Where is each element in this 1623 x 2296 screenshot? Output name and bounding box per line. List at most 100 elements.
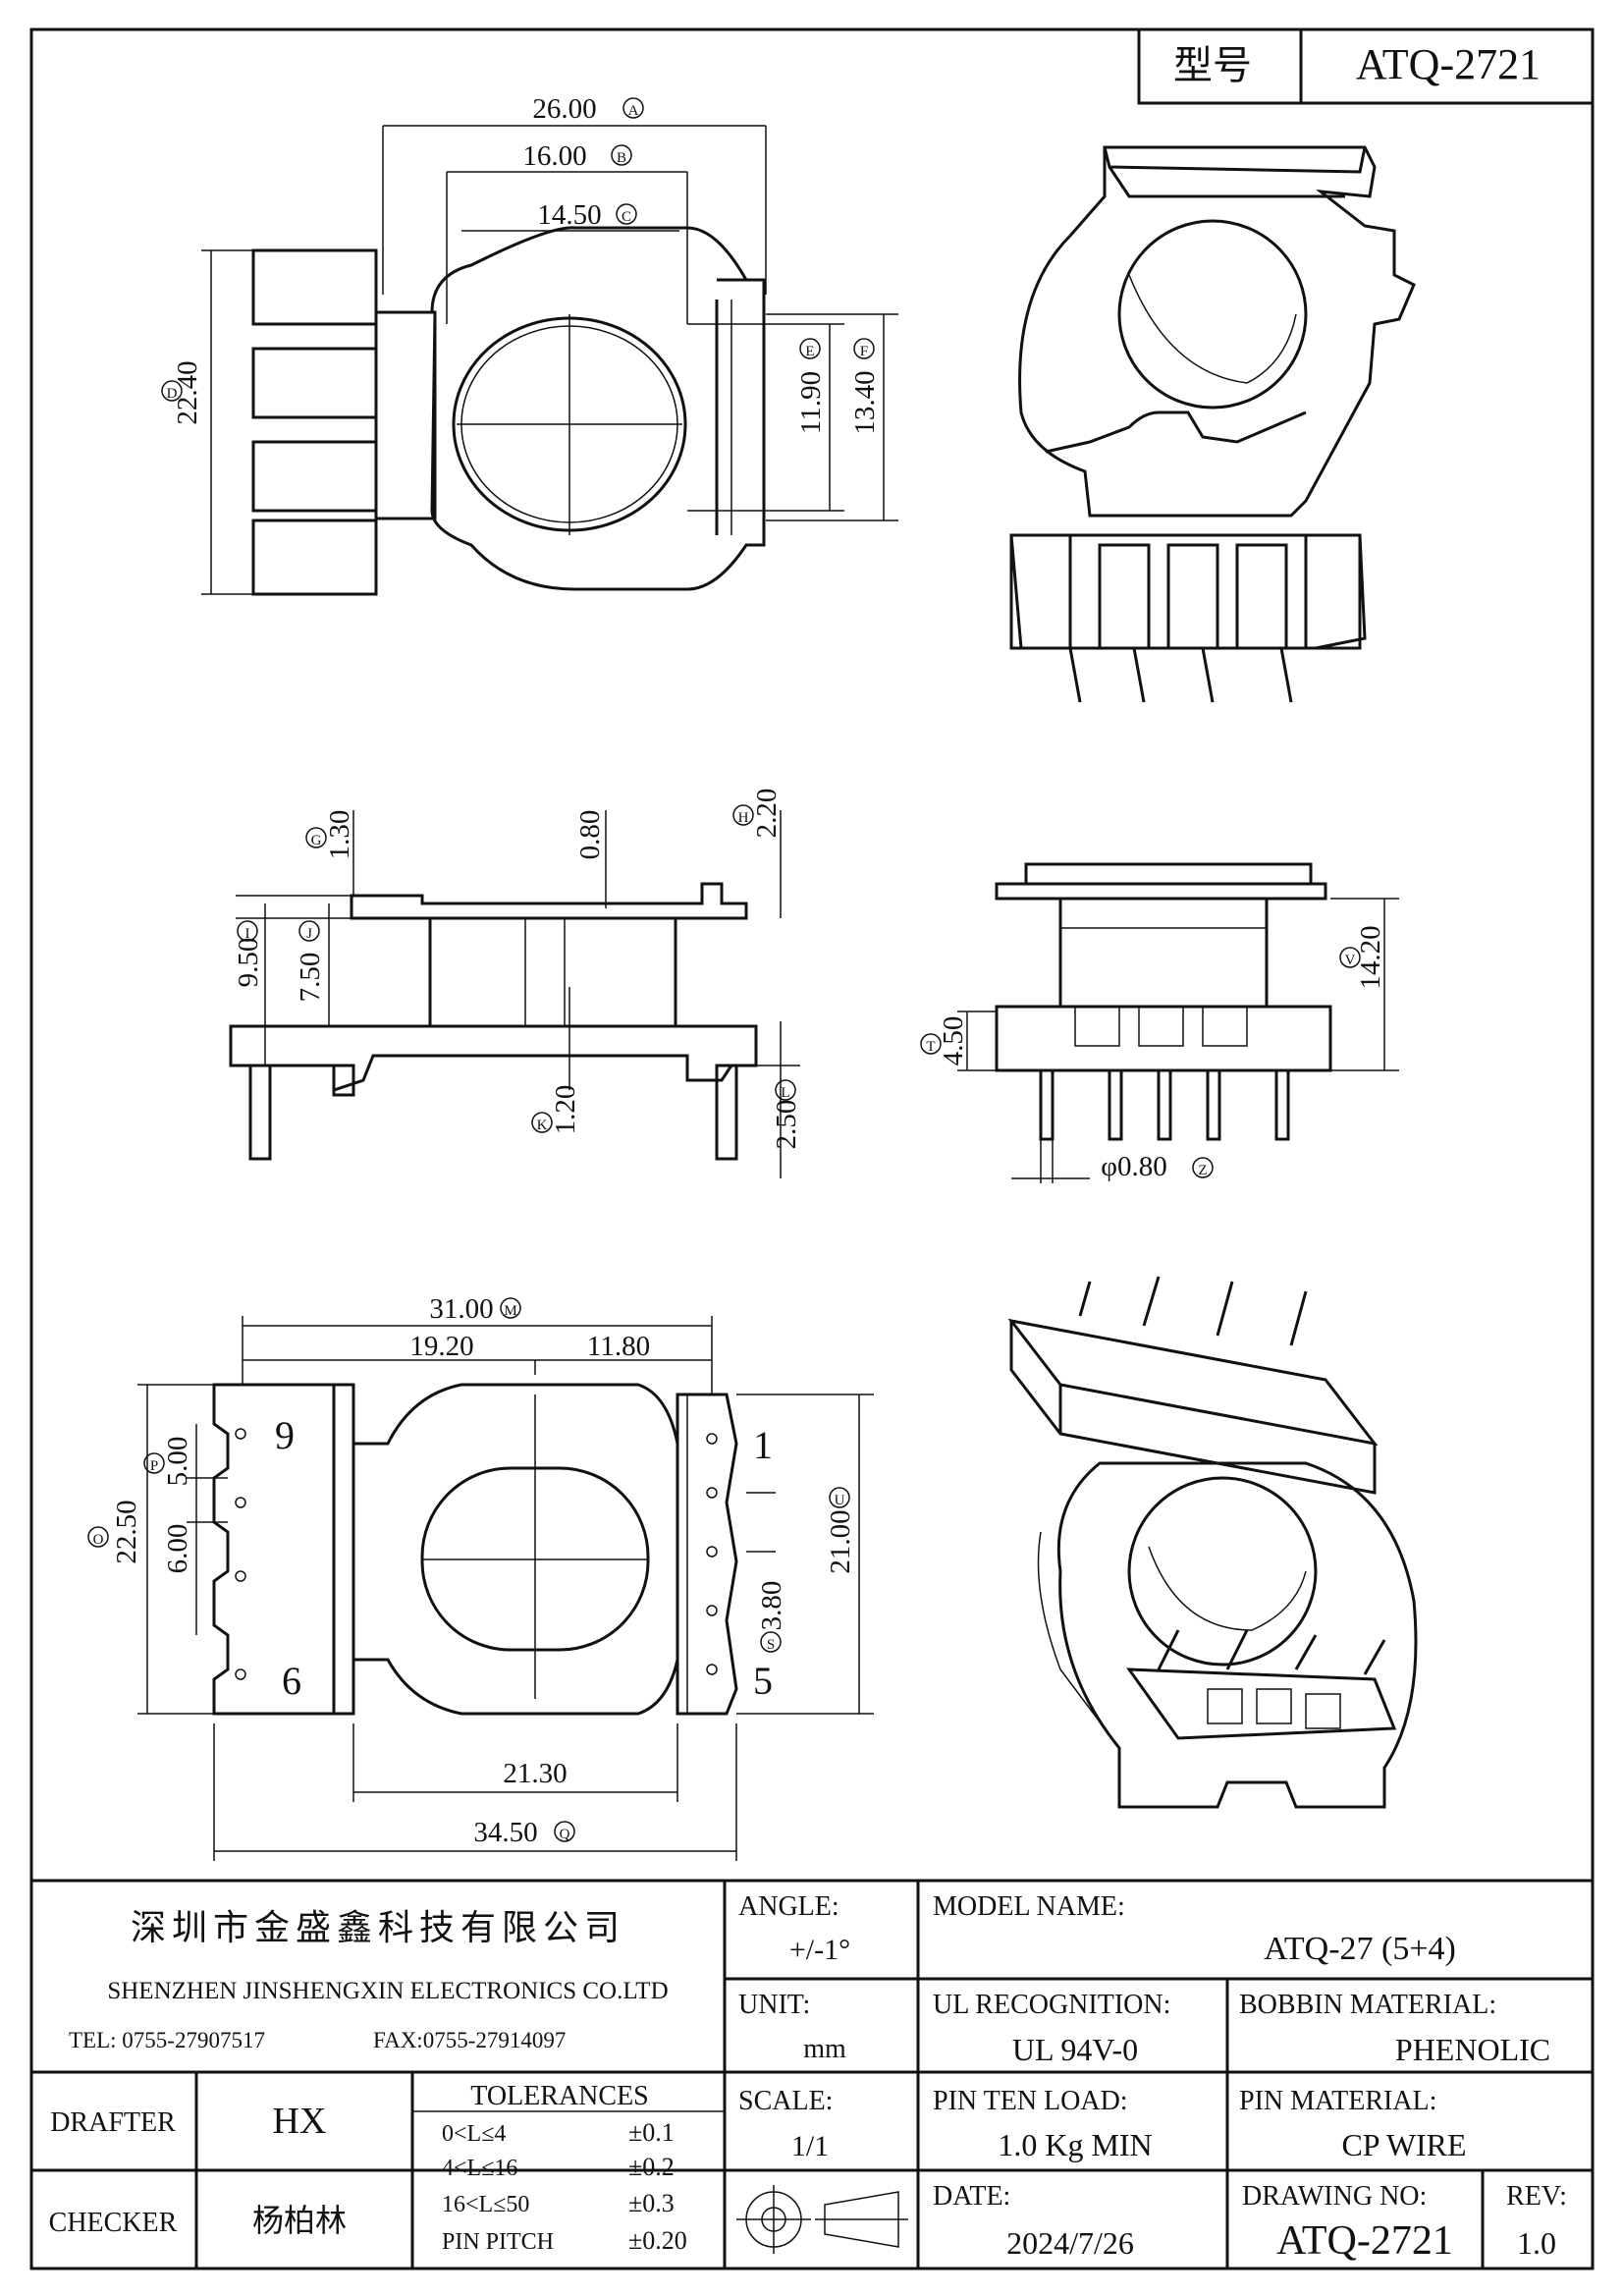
rev-value: 1.0 [1517, 2225, 1556, 2261]
model-header-label: 型号 [1173, 43, 1252, 88]
side-view: 14.20 V 4.50 T φ0.80 Z [920, 862, 1399, 1183]
marker-P: P [150, 1458, 158, 1474]
model-header: 型号 ATQ-2721 [1137, 27, 1595, 105]
date-label: DATE: [933, 2181, 1010, 2212]
pin-load-value: 1.0 Kg MIN [998, 2127, 1152, 2162]
iso-view-bottom [1007, 1276, 1418, 1809]
pin-label-1: 1 [753, 1423, 773, 1467]
dim-2-2: 2.20 [751, 789, 783, 839]
date-value: 2024/7/26 [1006, 2225, 1134, 2261]
tol-value-4: ±0.20 [628, 2226, 687, 2255]
pin-label-6: 6 [282, 1659, 301, 1703]
dim-13-4: 13.40 [849, 370, 881, 434]
dim-16: 16.00 [522, 140, 586, 172]
marker-J: J [306, 926, 312, 942]
dim-19-2: 19.20 [409, 1331, 473, 1362]
marker-E: E [805, 344, 814, 359]
company-fax: FAX:0755-27914097 [373, 2028, 566, 2052]
marker-K: K [537, 1118, 548, 1133]
dim-22-4: 22.40 [172, 360, 203, 424]
marker-U: U [835, 1493, 845, 1508]
dim-11-9: 11.90 [795, 371, 827, 434]
dim-26: 26.00 [532, 93, 596, 125]
drafter-value: HX [273, 2101, 327, 2142]
projection-symbol [736, 2185, 908, 2254]
dim-14-5: 14.50 [537, 199, 601, 231]
marker-A: A [628, 103, 639, 119]
dim-1-3: 1.30 [324, 810, 355, 860]
ul-label: UL RECOGNITION: [933, 1990, 1170, 2020]
checker-label: CHECKER [49, 2208, 178, 2238]
top-view: 26.00 A 16.00 B 14.50 C 22.40 D 11.90 E … [161, 93, 898, 596]
dim-0-8: 0.80 [574, 810, 606, 860]
company-name-cn: 深圳市金盛鑫科技有限公司 [131, 1908, 625, 1948]
dim-2-5: 2.50 [771, 1100, 802, 1150]
marker-D: D [167, 386, 178, 402]
drawing-no-label: DRAWING NO: [1242, 2181, 1427, 2212]
dim-5: 5.00 [162, 1437, 193, 1487]
scale-label: SCALE: [738, 2086, 833, 2116]
bobbin-value: PHENOLIC [1395, 2032, 1550, 2067]
dim-21: 21.00 [825, 1509, 856, 1573]
dim-9-5: 9.50 [233, 938, 264, 988]
dim-31: 31.00 [429, 1293, 493, 1325]
model-name-label: MODEL NAME: [933, 1891, 1125, 1922]
angle-label: ANGLE: [738, 1891, 839, 1922]
dim-7-5: 7.50 [295, 953, 326, 1003]
drafter-label: DRAFTER [50, 2107, 176, 2138]
tol-range-4: PIN PITCH [442, 2229, 554, 2255]
ul-value: UL 94V-0 [1012, 2032, 1138, 2067]
dim-6: 6.00 [162, 1524, 193, 1574]
unit-label: UNIT: [738, 1990, 810, 2020]
dim-3-8: 3.80 [756, 1581, 787, 1631]
checker-value: 杨柏林 [252, 2202, 347, 2239]
marker-T: T [926, 1039, 935, 1055]
rev-label: REV: [1506, 2181, 1567, 2212]
model-header-value: ATQ-2721 [1356, 40, 1541, 88]
drawing-no-value: ATQ-2721 [1276, 2218, 1453, 2264]
marker-F: F [860, 344, 868, 359]
tolerances-label: TOLERANCES [470, 2081, 649, 2111]
marker-L: L [781, 1085, 789, 1101]
pin-material-label: PIN MATERIAL: [1239, 2086, 1436, 2116]
marker-G: G [311, 833, 322, 848]
iso-view-top [1009, 145, 1416, 703]
unit-value: mm [803, 2034, 846, 2064]
tol-value-2: ±0.2 [628, 2153, 675, 2181]
title-block: 深圳市金盛鑫科技有限公司 SHENZHEN JINSHENGXIN ELECTR… [31, 1879, 1593, 2269]
pin-material-value: CP WIRE [1341, 2127, 1466, 2162]
marker-C: C [622, 209, 631, 225]
marker-S: S [767, 1637, 775, 1653]
angle-value: +/-1° [789, 1934, 850, 1966]
marker-B: B [617, 150, 626, 166]
company-name-en: SHENZHEN JINSHENGXIN ELECTRONICS CO.LTD [107, 1978, 668, 2004]
company-tel: TEL: 0755-27907517 [69, 2028, 265, 2052]
dim-22-5: 22.50 [111, 1500, 142, 1563]
scale-value: 1/1 [791, 2130, 829, 2162]
marker-Z: Z [1198, 1163, 1207, 1178]
dim-11-8: 11.80 [587, 1331, 650, 1362]
tol-value-1: ±0.1 [628, 2118, 675, 2147]
marker-V: V [1345, 953, 1356, 968]
bottom-view: 9 6 1 5 31.00 M 19.20 11.80 22.50 O 5.00 [87, 1293, 874, 1861]
tol-range-3: 16<L≤50 [442, 2192, 529, 2217]
pin-label-5: 5 [753, 1659, 773, 1703]
dim-21-3: 21.30 [503, 1758, 567, 1789]
bobbin-label: BOBBIN MATERIAL: [1239, 1990, 1496, 2020]
tol-range-2: 4<L≤16 [442, 2156, 517, 2181]
pin-label-9: 9 [275, 1413, 295, 1457]
model-name-value: ATQ-27 (5+4) [1264, 1931, 1456, 1967]
marker-O: O [93, 1532, 104, 1548]
pin-load-label: PIN TEN LOAD: [933, 2086, 1128, 2116]
tol-range-1: 0<L≤4 [442, 2121, 506, 2147]
dim-4-5: 4.50 [938, 1016, 969, 1066]
front-view: 1.30 G 0.80 2.20 H 9.50 I 7.50 J 1.20 K … [229, 789, 802, 1178]
marker-I: I [245, 926, 250, 942]
sheet-border [29, 27, 1595, 2270]
tol-value-3: ±0.3 [628, 2189, 675, 2217]
dim-1-2: 1.20 [550, 1085, 581, 1135]
marker-H: H [738, 810, 749, 826]
dim-pin-dia: φ0.80 [1101, 1151, 1167, 1182]
